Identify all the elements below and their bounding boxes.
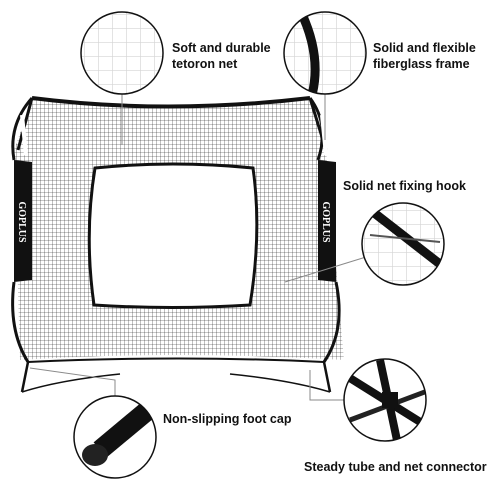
callout-connector-line1: Steady tube and net connector: [304, 460, 487, 474]
callout-fiberglass-frame-line2: fiberglass frame: [373, 57, 470, 71]
detail-net-circle: [80, 11, 164, 95]
detail-connector-circle: [343, 358, 427, 442]
detail-hook-circle: [361, 202, 445, 286]
callout-tetoron-net-line1: Soft and durable: [172, 41, 271, 55]
callout-fixing-hook-line1: Solid net fixing hook: [343, 179, 466, 193]
callout-fiberglass-frame: Solid and flexible fiberglass frame: [373, 40, 476, 72]
brand-logo-right: GOPLUS: [320, 201, 331, 243]
detail-foot-circle: [73, 395, 157, 479]
brand-logo-left: GOPLUS: [16, 201, 27, 243]
brand-text-right: GOPLUS: [320, 201, 331, 243]
callout-foot-cap: Non-slipping foot cap: [163, 411, 291, 427]
callout-tetoron-net: Soft and durable tetoron net: [172, 40, 271, 72]
callout-tetoron-net-line2: tetoron net: [172, 57, 238, 71]
callout-connector: Steady tube and net connector: [304, 459, 487, 475]
brand-text-left: GOPLUS: [16, 201, 27, 243]
callout-foot-cap-line1: Non-slipping foot cap: [163, 412, 292, 426]
left-frame-sleeve: [14, 160, 32, 282]
callout-fiberglass-frame-line1: Solid and flexible: [373, 41, 476, 55]
practice-net: [11, 96, 344, 393]
net-top-border: [31, 96, 311, 109]
base-frame: [27, 357, 325, 363]
callout-fixing-hook: Solid net fixing hook: [343, 178, 466, 194]
detail-frame-circle: [283, 11, 367, 95]
strike-zone-window: [87, 162, 259, 309]
leader-lines: [29, 94, 367, 401]
right-frame-sleeve: [318, 160, 336, 282]
